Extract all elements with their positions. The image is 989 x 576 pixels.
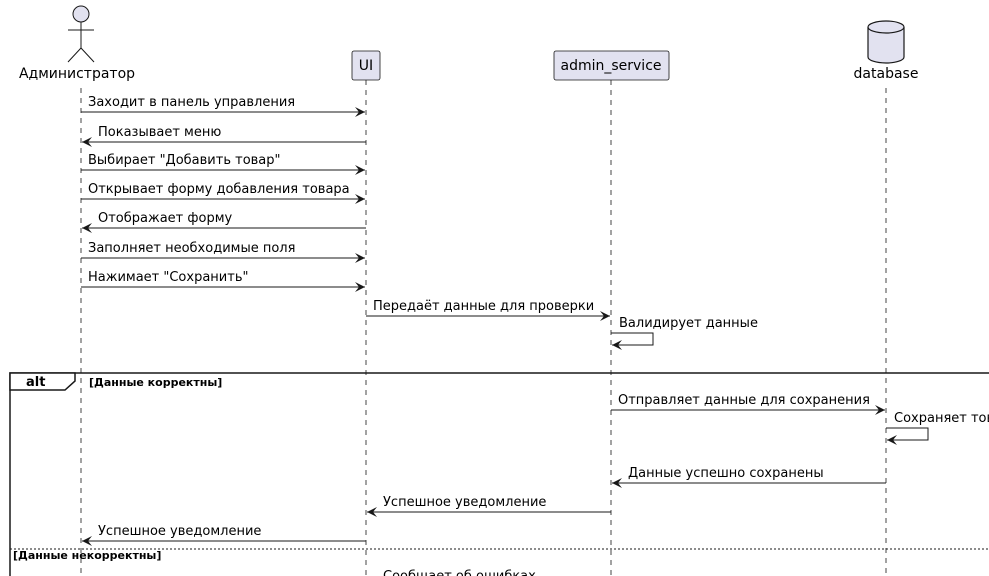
participant-admin-label: Администратор [19, 66, 135, 82]
alt-label: alt [26, 375, 45, 390]
actor-icon [67, 5, 95, 63]
message-arrow-9 [611, 332, 654, 350]
participant-svc-label: admin_service [560, 58, 661, 74]
message-arrow-11 [886, 427, 929, 445]
message-label-7: Нажимает "Сохранить" [88, 270, 248, 285]
alt-guard-true: [Данные корректны] [89, 376, 222, 389]
message-label-15: Сообщает об ошибках [383, 569, 536, 576]
participant-ui-label: UI [359, 58, 373, 74]
message-label-11: Сохраняет товар [894, 411, 989, 426]
message-label-5: Отображает форму [98, 211, 233, 226]
message-label-8: Передаёт данные для проверки [373, 299, 594, 314]
alt-tab [9, 372, 76, 391]
message-label-10: Отправляет данные для сохранения [618, 393, 870, 408]
alt-guard-false: [Данные некорректны] [13, 549, 161, 562]
participant-db-label: database [854, 66, 919, 82]
participant-svc-box [553, 50, 670, 81]
message-label-4: Открывает форму добавления товара [88, 182, 350, 197]
participant-ui-box [351, 50, 381, 81]
message-label-6: Заполняет необходимые поля [88, 241, 295, 256]
message-label-13: Успешное уведомление [383, 495, 546, 510]
message-label-1: Заходит в панель управления [88, 95, 295, 110]
message-label-12: Данные успешно сохранены [628, 466, 824, 481]
message-label-14: Успешное уведомление [98, 524, 261, 539]
message-label-2: Показывает меню [98, 125, 221, 140]
database-icon [867, 20, 905, 64]
message-label-3: Выбирает "Добавить товар" [88, 153, 281, 168]
message-label-9: Валидирует данные [619, 316, 758, 331]
